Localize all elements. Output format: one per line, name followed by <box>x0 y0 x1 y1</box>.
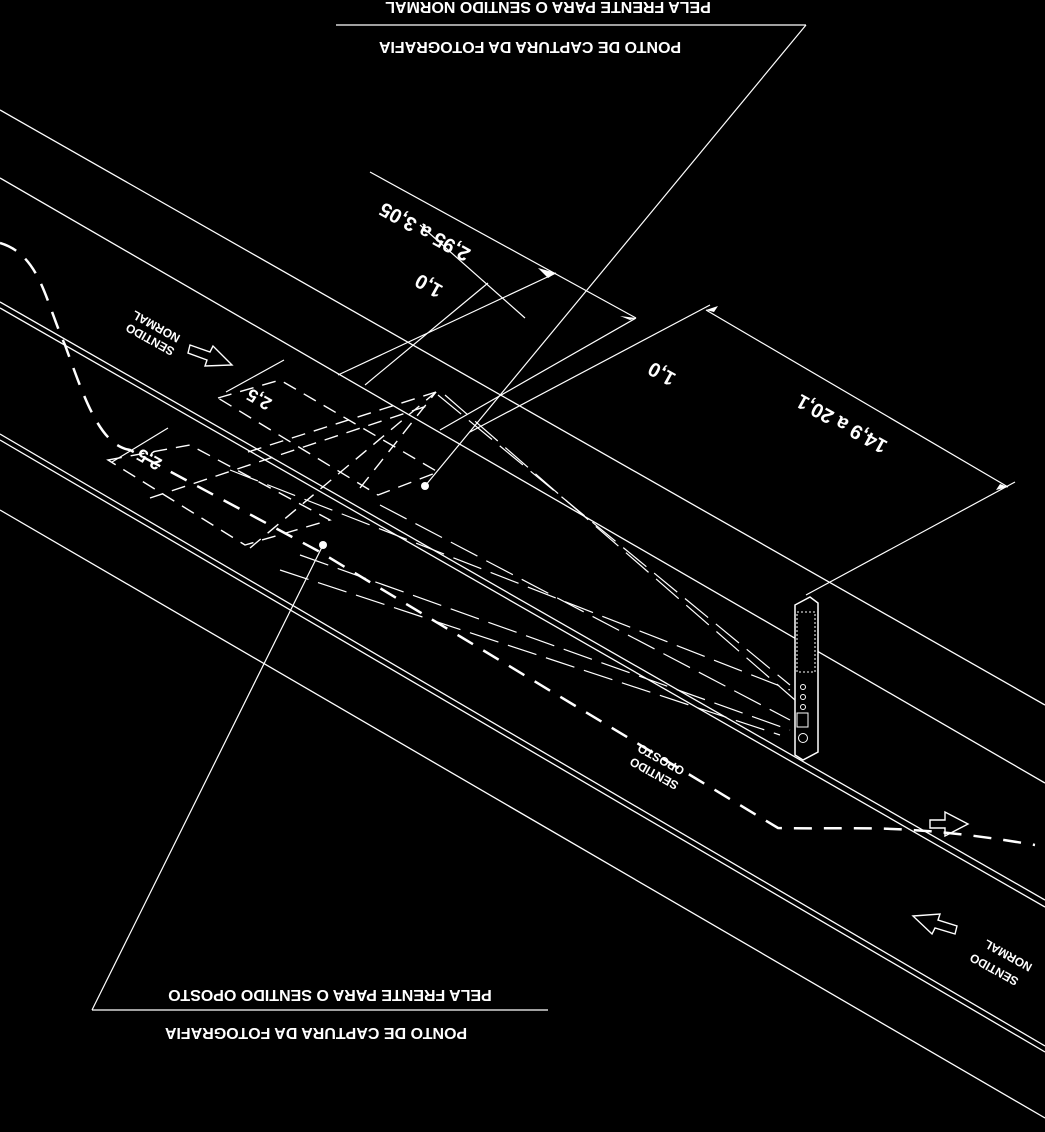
bottom-callout-line2: PELA FRENTE PARA O SENTIDO OPOSTO <box>168 986 492 1003</box>
arrow-opposite-icon <box>929 810 970 838</box>
dim-line-range-2 <box>705 309 1009 488</box>
lane-line-lower-a <box>0 433 1045 1047</box>
center-line-b <box>0 307 1045 908</box>
dimension-arrows <box>538 268 1008 490</box>
dim-arrow-4 <box>996 484 1008 490</box>
zone-divider-2 <box>149 404 431 499</box>
sight-line-3 <box>379 504 791 721</box>
road-edge-bottom <box>0 509 1045 1119</box>
capture-point-normal <box>421 482 429 490</box>
post-light-3 <box>800 704 806 710</box>
bottom-callout-line1: PONTO DE CAPTURA DA FOTOGRAFIA <box>164 1024 467 1041</box>
arrow-normal-left-icon <box>187 344 234 367</box>
sight-line-4 <box>299 554 791 731</box>
equipment-post <box>794 596 819 761</box>
zone-divider-4 <box>249 391 437 549</box>
zone-width-lower-label: 2,5 <box>133 444 165 474</box>
top-callout-line1: PONTO DE CAPTURA DA FOTOGRAFIA <box>378 38 681 55</box>
dim-1-label: 1,0 <box>412 269 447 302</box>
sight-line-6 <box>229 469 791 691</box>
post-camera-box <box>796 712 809 728</box>
post-striped-section <box>796 611 816 673</box>
zone-lower <box>106 444 332 546</box>
dim-range-1-label: 2,95 a 3,05 <box>376 197 474 265</box>
dim-ext-d <box>469 304 711 433</box>
road-edge-top <box>0 109 1045 706</box>
sight-line-5 <box>279 569 781 736</box>
capture-point-opposite <box>319 541 327 549</box>
top-callout-leader <box>424 24 807 487</box>
top-callout-line2: PELA FRENTE PARA O SENTIDO NORMAL <box>385 0 711 15</box>
sight-lines <box>229 394 796 736</box>
trajectory-path <box>0 241 1036 847</box>
dim-ext-c <box>439 317 637 431</box>
direction-arrows <box>187 344 970 936</box>
center-line-a <box>0 301 1045 901</box>
dim-line-1a <box>419 224 526 319</box>
post-light-2 <box>800 694 806 700</box>
arrow-normal-right-icon <box>911 913 958 936</box>
dimension-lines <box>111 171 1016 596</box>
dim-line-zone-lower <box>111 427 169 463</box>
zone-divider-1 <box>247 391 437 453</box>
dim-line-range-1 <box>369 171 637 319</box>
post-body <box>794 596 819 761</box>
dim-ext-b <box>364 282 489 386</box>
lane-line-lower-b <box>0 439 1045 1053</box>
capture-zones <box>106 379 440 549</box>
sight-line-2 <box>444 394 796 701</box>
dim-2-label: 1,0 <box>645 357 680 390</box>
callout-leaders <box>91 24 807 1011</box>
dim-range-2-label: 14,9 a 20,1 <box>793 389 891 457</box>
zone-divider-3 <box>359 391 437 489</box>
bottom-callout-leader <box>91 544 324 1011</box>
zone-upper <box>216 379 440 496</box>
post-lens <box>798 733 808 743</box>
dim-arrow-3 <box>706 306 718 312</box>
dim-ext-a <box>337 272 557 376</box>
post-light-1 <box>800 684 806 690</box>
dim-ext-e <box>805 481 1016 596</box>
sight-line-1 <box>437 394 791 686</box>
road-lines <box>0 109 1045 1119</box>
dim-arrow-1 <box>538 268 556 278</box>
lane-line-upper <box>0 177 1045 784</box>
dim-arrow-2 <box>620 316 636 320</box>
dim-line-zone-upper <box>225 359 285 393</box>
